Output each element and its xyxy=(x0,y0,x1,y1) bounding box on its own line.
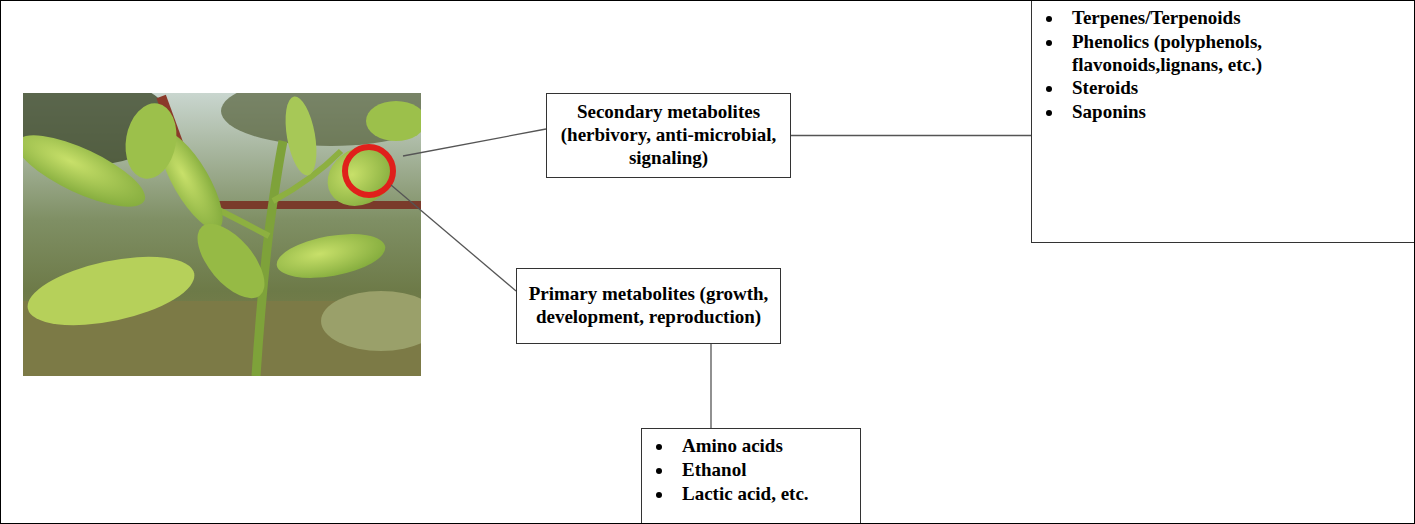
list-row: Lactic acid, etc. xyxy=(652,483,850,506)
connector-line xyxy=(711,344,712,428)
bullet-dot xyxy=(1046,110,1052,116)
bullet-dot xyxy=(1046,16,1052,22)
box-label: Secondary metabolites (herbivory, anti-m… xyxy=(557,101,780,169)
box-label: Primary metabolites (growth, development… xyxy=(527,283,770,329)
list-row: Saponins xyxy=(1042,101,1406,124)
connector-line xyxy=(791,135,1031,136)
list-item: Steroids xyxy=(1072,77,1138,100)
bullet-dot xyxy=(1046,86,1052,92)
process-box: Primary metabolites (growth, development… xyxy=(516,268,781,344)
list-box: Terpenes/TerpenoidsPhenolics (polyphenol… xyxy=(1031,0,1415,243)
list-row: Amino acids xyxy=(652,435,850,458)
leader-line xyxy=(391,185,516,291)
leader-line xyxy=(403,129,546,156)
highlight-circle xyxy=(345,147,393,195)
photo xyxy=(23,93,421,376)
list-row: Terpenes/Terpenoids xyxy=(1042,7,1406,30)
bullet-dot xyxy=(656,492,662,498)
process-box: Secondary metabolites (herbivory, anti-m… xyxy=(546,93,791,178)
list-row: Steroids xyxy=(1042,77,1406,100)
bullet-dot xyxy=(1046,40,1052,46)
list-item: Phenolics (polyphenols, flavonoids,ligna… xyxy=(1072,31,1297,77)
list-item: Amino acids xyxy=(682,435,783,458)
bullet-dot xyxy=(656,444,662,450)
list-row: Ethanol xyxy=(652,459,850,482)
bullet-dot xyxy=(656,468,662,474)
list-item: Saponins xyxy=(1072,101,1146,124)
list-item: Terpenes/Terpenoids xyxy=(1072,7,1241,30)
list-box: Amino acidsEthanolLactic acid, etc. xyxy=(641,428,861,524)
list-row: Phenolics (polyphenols, flavonoids,ligna… xyxy=(1042,31,1406,77)
list-item: Ethanol xyxy=(682,459,746,482)
list-item: Lactic acid, etc. xyxy=(682,483,809,506)
